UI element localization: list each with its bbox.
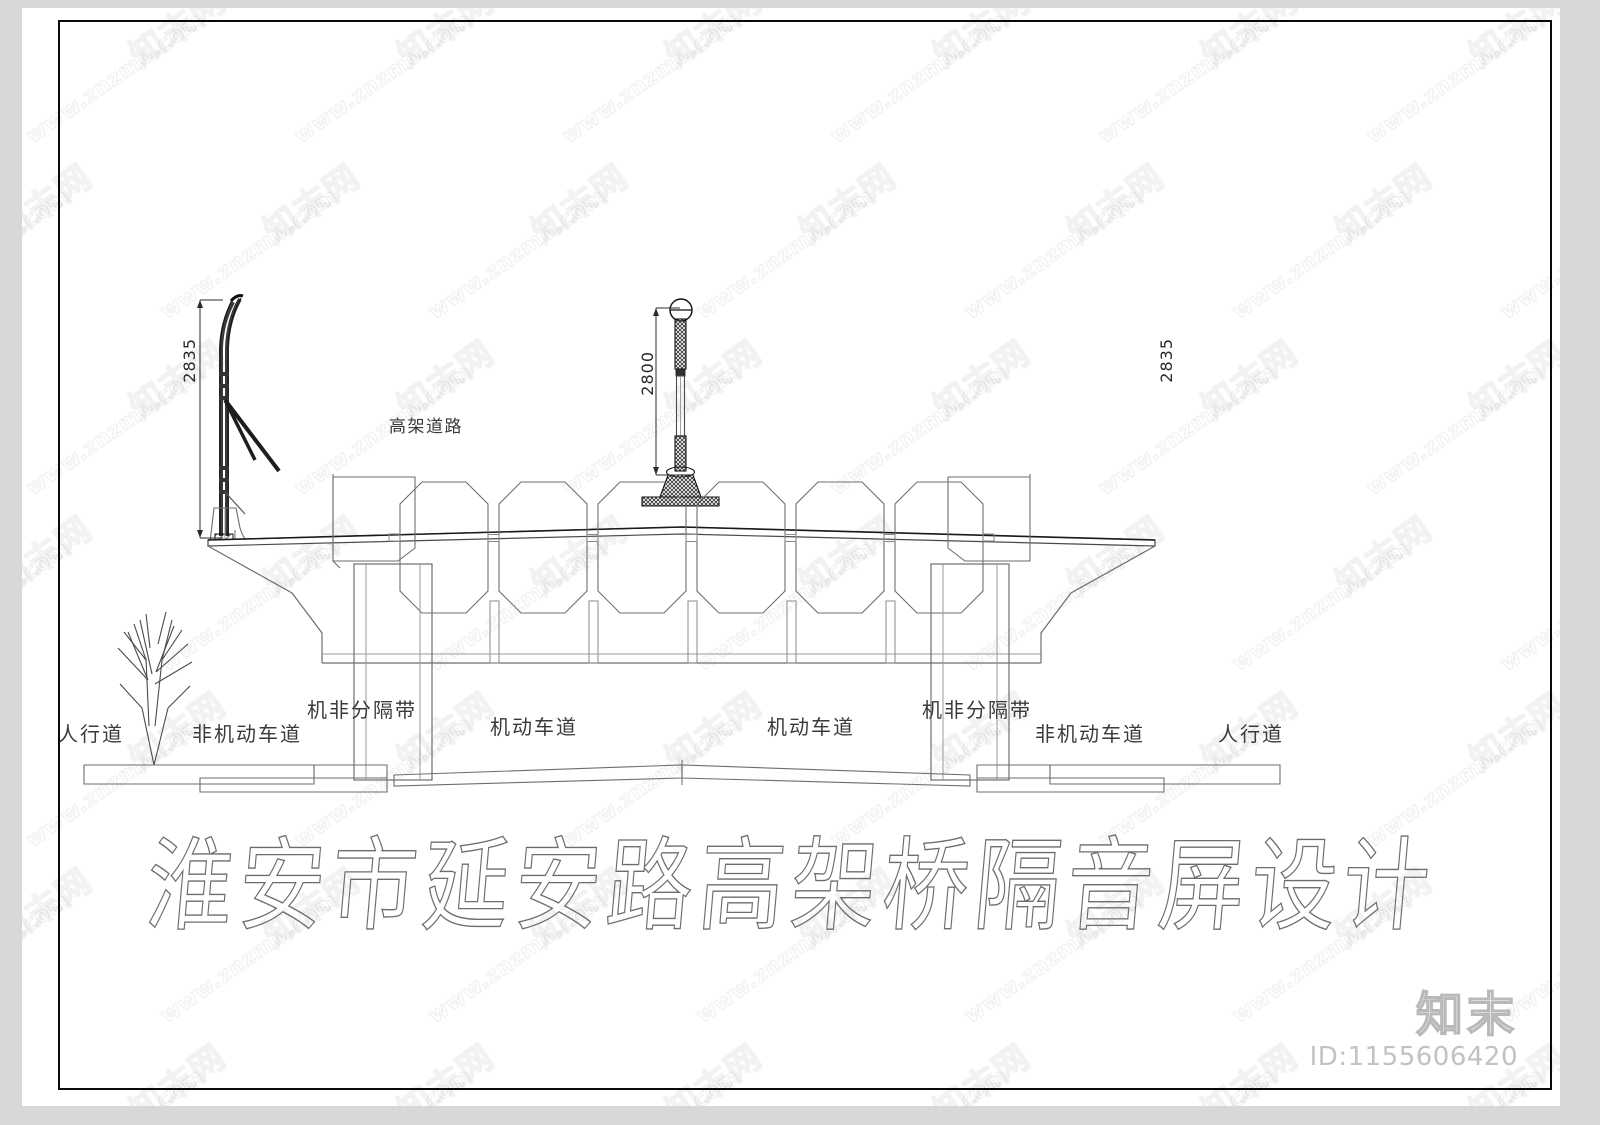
girder-end-diaphragm-left xyxy=(332,474,416,569)
girder-web xyxy=(883,534,896,542)
girder-stub xyxy=(489,600,500,664)
girder-web xyxy=(388,533,401,542)
dimension-right-2835 xyxy=(199,299,223,539)
sound-barrier-post-left xyxy=(209,293,281,544)
girder-web xyxy=(487,534,500,542)
girder-void-cell xyxy=(498,481,588,614)
girder-stub xyxy=(885,600,896,664)
dimension-center-2800 xyxy=(653,307,680,476)
girder-web xyxy=(982,533,995,542)
street-tree-left xyxy=(117,611,193,766)
girder-void-cell xyxy=(894,481,984,614)
ground-road-profile xyxy=(83,760,1281,793)
girder-stub xyxy=(588,600,599,664)
girder-void-cell xyxy=(399,481,489,614)
girder-void-cell xyxy=(696,481,786,614)
girder-stub xyxy=(687,600,698,664)
girder-web xyxy=(784,534,797,542)
girder-stub xyxy=(786,600,797,664)
girder-void-cells xyxy=(388,474,1031,664)
girder-web xyxy=(586,534,599,542)
pier-column-right xyxy=(930,563,1010,781)
girder-web xyxy=(685,534,698,542)
bridge-deck-slab xyxy=(207,526,1156,547)
girder-void-cell xyxy=(795,481,885,614)
pier-column-left xyxy=(353,563,433,781)
bridge-cross-section-drawing xyxy=(83,293,1281,793)
box-girder-outline xyxy=(207,545,1156,664)
girder-end-diaphragm-right xyxy=(947,474,1031,562)
girder-void-cell xyxy=(597,481,687,614)
median-barrier-post-center xyxy=(641,298,720,507)
